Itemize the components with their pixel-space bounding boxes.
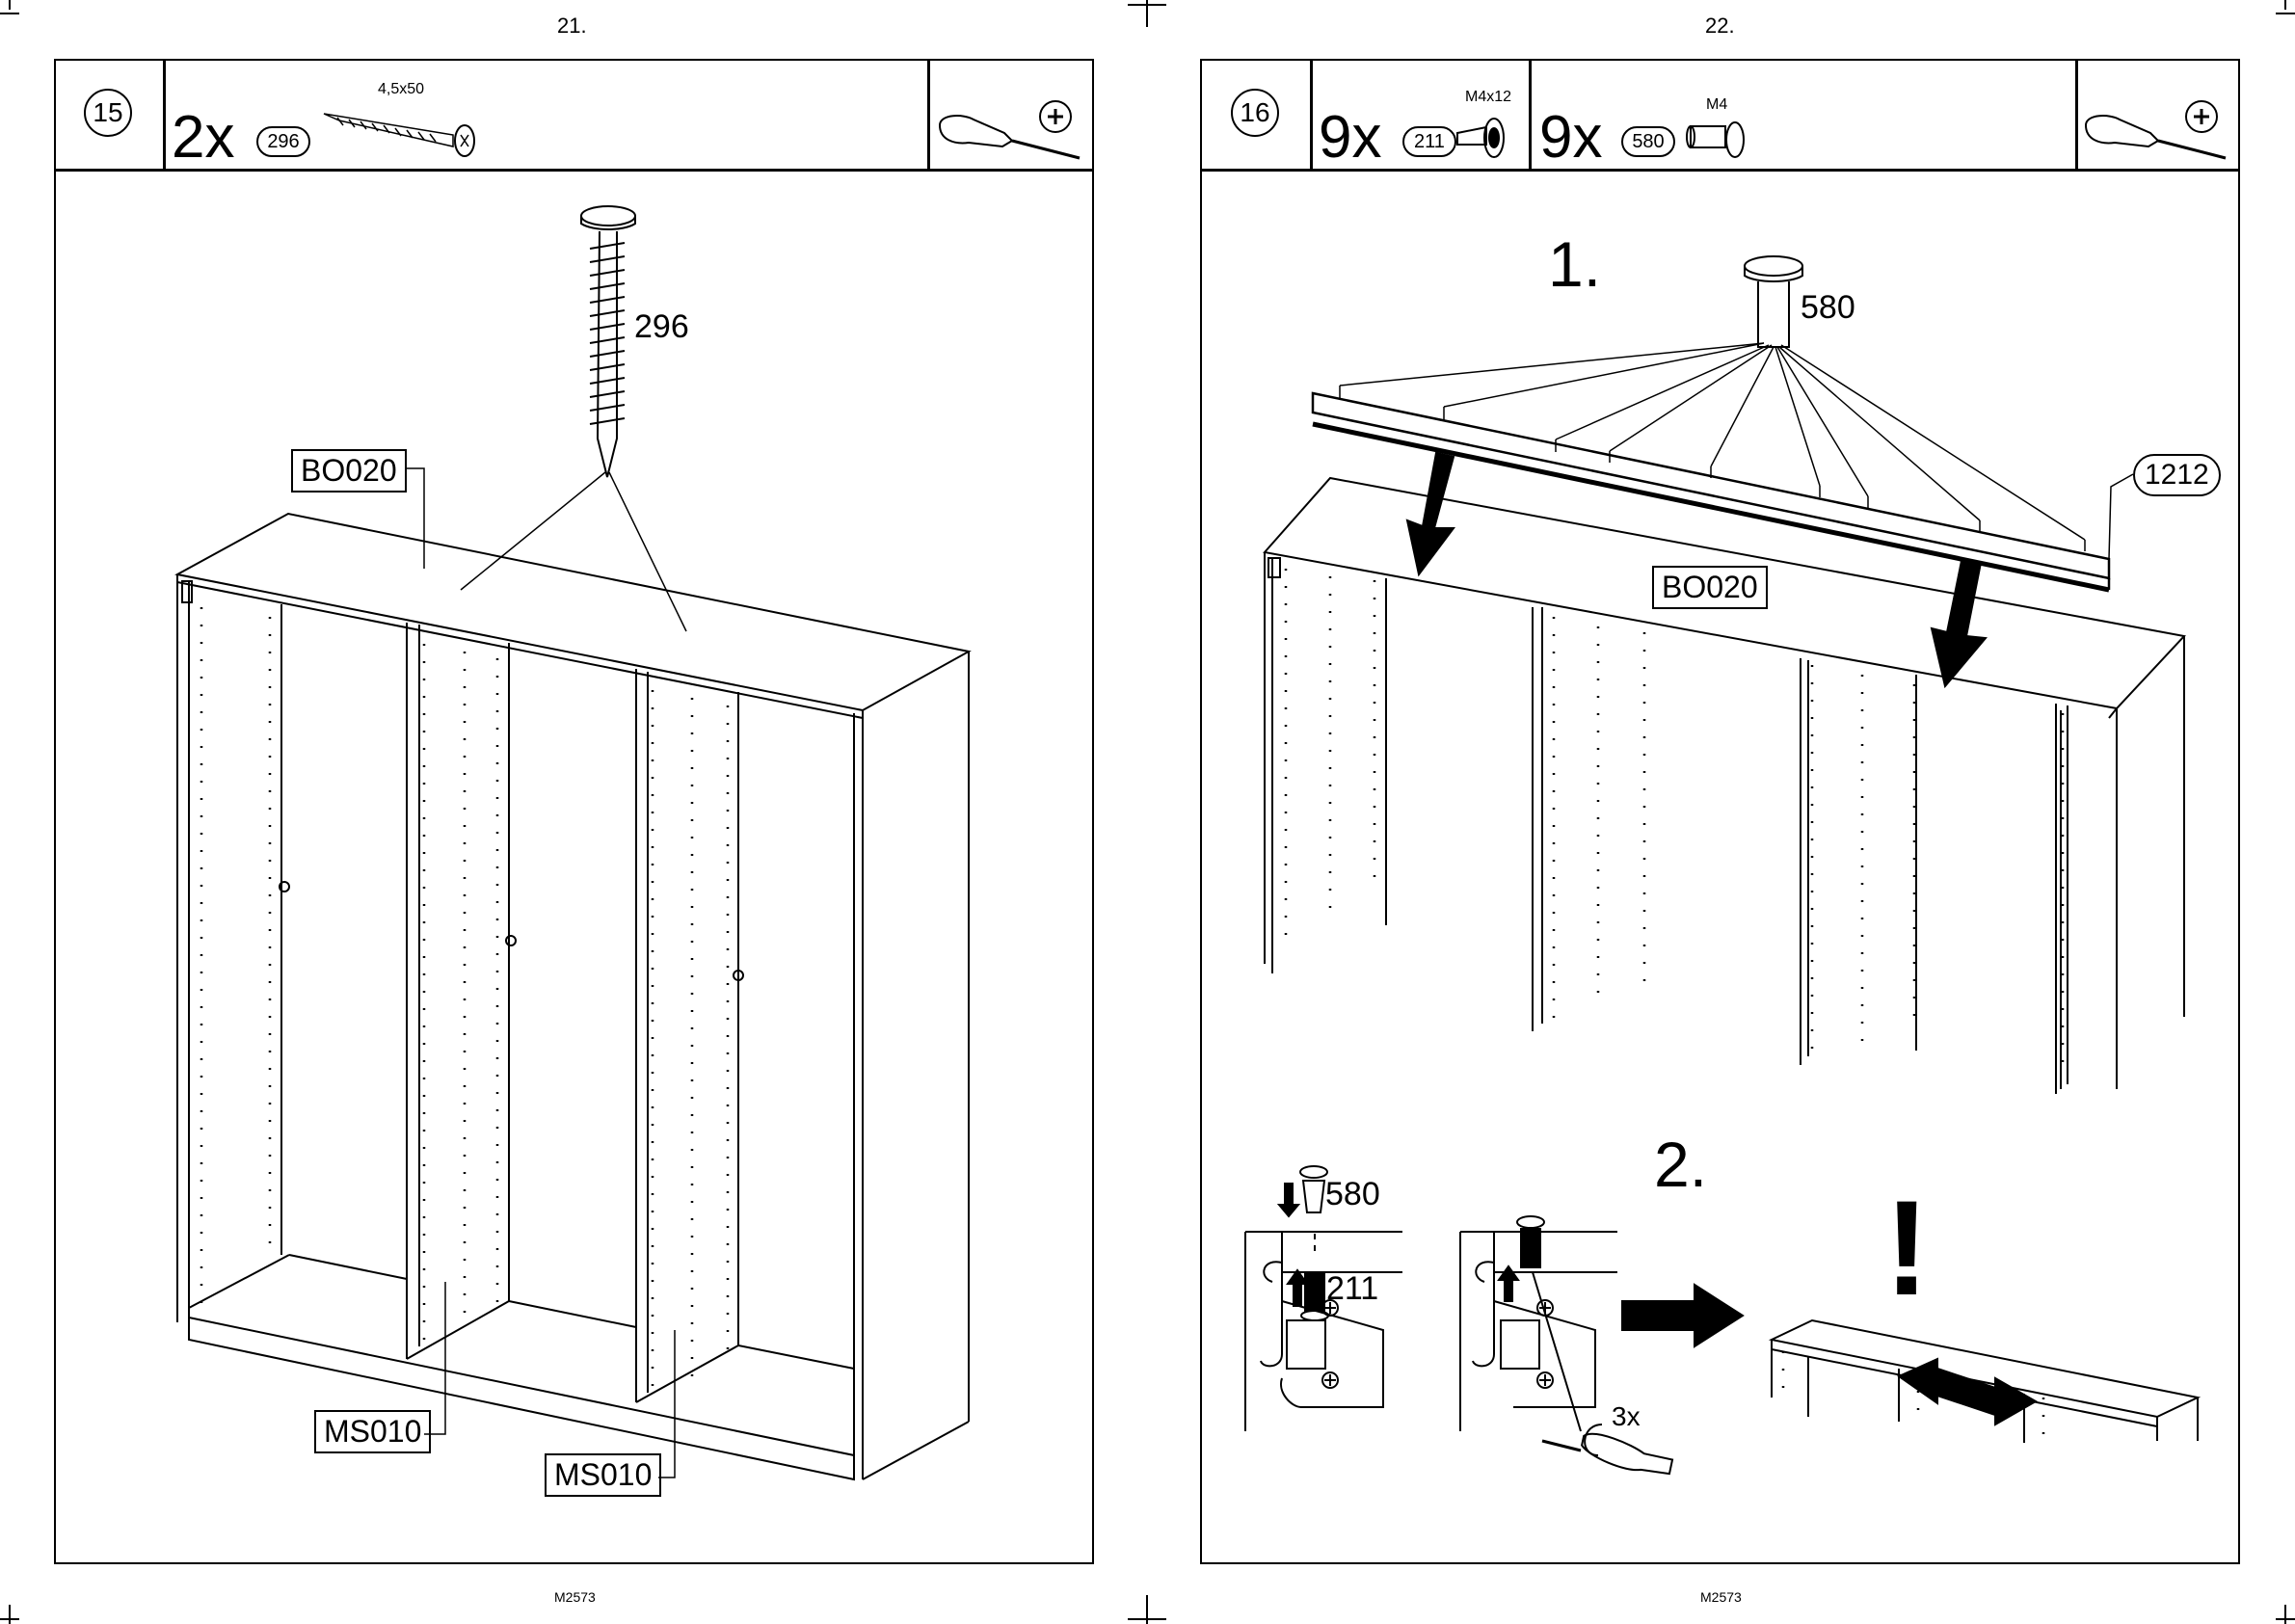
- arrow-down-icon: [1932, 561, 1986, 686]
- screwdriver-icon: [2086, 116, 2226, 158]
- rotation-icon: [1585, 1424, 1602, 1455]
- phillips-head-icon: [2186, 101, 2217, 132]
- arrow-right-icon: [1622, 1285, 1743, 1346]
- arrow-down-icon: [1407, 453, 1454, 574]
- screwdriver-icon: [1542, 1431, 1674, 1478]
- arrow-down-icon: [1279, 1184, 1298, 1216]
- bolt-icon: [1457, 119, 1504, 157]
- double-arrow-icon: [1899, 1359, 2036, 1424]
- bolt-icon: [1687, 122, 1744, 157]
